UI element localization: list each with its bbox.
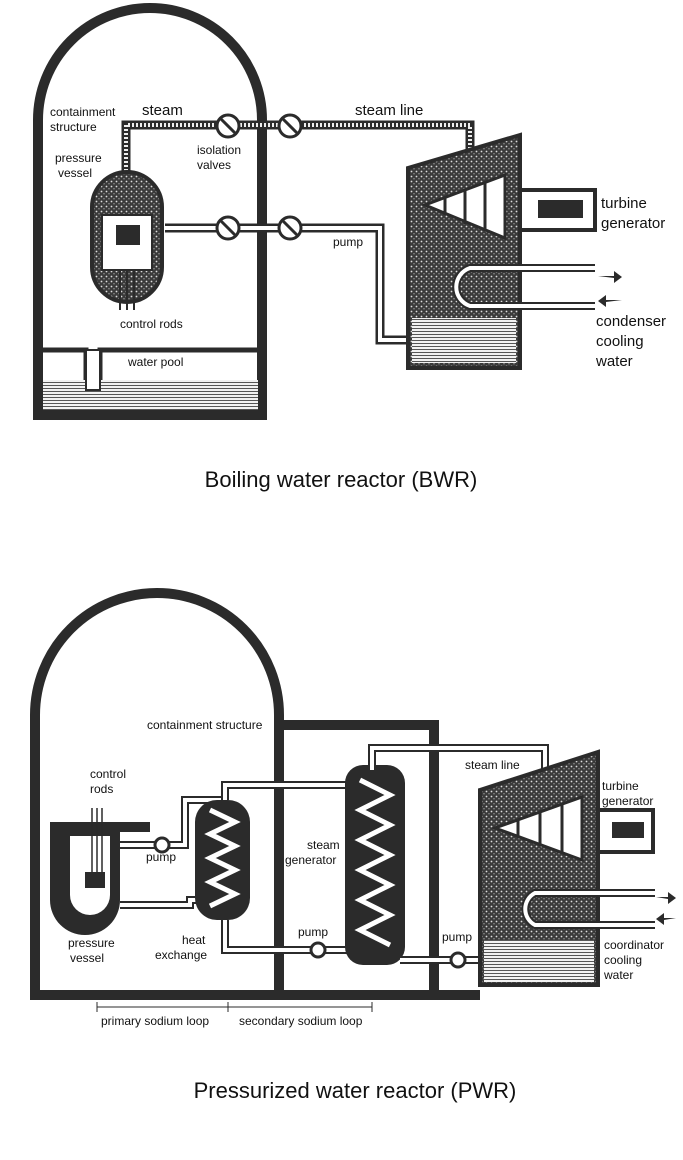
bwr-containment-label-2: structure — [50, 120, 97, 134]
pwr-primary-loop-label: primary sodium loop — [101, 1014, 209, 1028]
pwr-turbine-condenser — [478, 749, 676, 987]
bwr-condenser-label-1: condenser — [596, 313, 666, 330]
pwr-steam-generator — [345, 765, 405, 965]
pwr-pressure-label-1: pressure — [68, 936, 115, 950]
pwr-containment-wall — [30, 588, 284, 1000]
bwr-pressure-label-1: pressure — [55, 151, 102, 165]
pwr-caption: Pressurized water reactor (PWR) — [194, 1078, 517, 1103]
bwr-isolation-label-2: valves — [197, 158, 231, 172]
bwr-pump-label: pump — [333, 235, 363, 249]
bwr-feedwater-line — [165, 223, 410, 345]
bwr-pressure-label-2: vessel — [58, 166, 92, 180]
bwr-turbine-label-1: turbine — [601, 195, 647, 212]
bwr-steam-line-label: steam line — [355, 102, 423, 119]
pwr-pump-primary-label: pump — [146, 850, 176, 864]
pwr-pumps — [153, 836, 467, 969]
pwr-steam-generator-label-1: steam — [307, 838, 340, 852]
pwr-steam-line-label: steam line — [465, 758, 520, 772]
pwr-loop-range — [96, 1002, 373, 1012]
bwr-turbine-condenser — [406, 132, 622, 370]
pwr-control-rods-label-1: control — [90, 767, 126, 781]
bwr-caption: Boiling water reactor (BWR) — [205, 467, 478, 492]
pwr-turbine-label-2: generator — [602, 794, 653, 808]
pwr-secondary-loop-label: secondary sodium loop — [239, 1014, 363, 1028]
pwr-pump-tertiary-label: pump — [442, 930, 472, 944]
pwr-heat-exchanger — [195, 800, 250, 920]
bwr-water-pool-label: water pool — [127, 355, 183, 369]
pwr-pressure-label-2: vessel — [70, 951, 104, 965]
bwr-isolation-valves — [215, 113, 303, 241]
pwr-pressure-vessel — [50, 808, 150, 935]
bwr-steam-label: steam — [142, 102, 183, 119]
pwr-steam-generator-label-2: generator — [285, 853, 336, 867]
pwr-core-label: core — [88, 893, 102, 900]
bwr-turbine-label-2: generator — [601, 215, 665, 232]
pwr-pump-secondary-label: pump — [298, 925, 328, 939]
bwr-containment-label-1: containment — [50, 105, 116, 119]
bwr-condenser-label-2: cooling — [596, 333, 644, 350]
pwr-turbine-label-1: turbine — [602, 779, 639, 793]
bwr-isolation-label-1: isolation — [197, 143, 241, 157]
pwr-heat-exchange-label-2: exchange — [155, 948, 207, 962]
bwr-control-rods-label: control rods — [120, 317, 183, 331]
bwr-containment-wall — [33, 3, 267, 420]
pwr-inner-walls — [35, 720, 480, 1000]
bwr-condenser-label-3: water — [595, 353, 633, 370]
pwr-coordinator-label-3: water — [603, 968, 633, 982]
pwr-coordinator-label-2: cooling — [604, 953, 642, 967]
pwr-heat-exchange-label-1: heat — [182, 933, 206, 947]
pwr-containment-label: containment structure — [147, 718, 263, 732]
bwr-water-pool — [43, 347, 258, 410]
pwr-diagram: containment structure control rods core … — [30, 588, 676, 1103]
bwr-pressure-vessel — [90, 170, 164, 310]
pwr-coordinator-label-1: coordinator — [604, 938, 664, 952]
pwr-control-rods-label-2: rods — [90, 782, 113, 796]
bwr-diagram: containment structure steam steam line i… — [33, 3, 666, 492]
